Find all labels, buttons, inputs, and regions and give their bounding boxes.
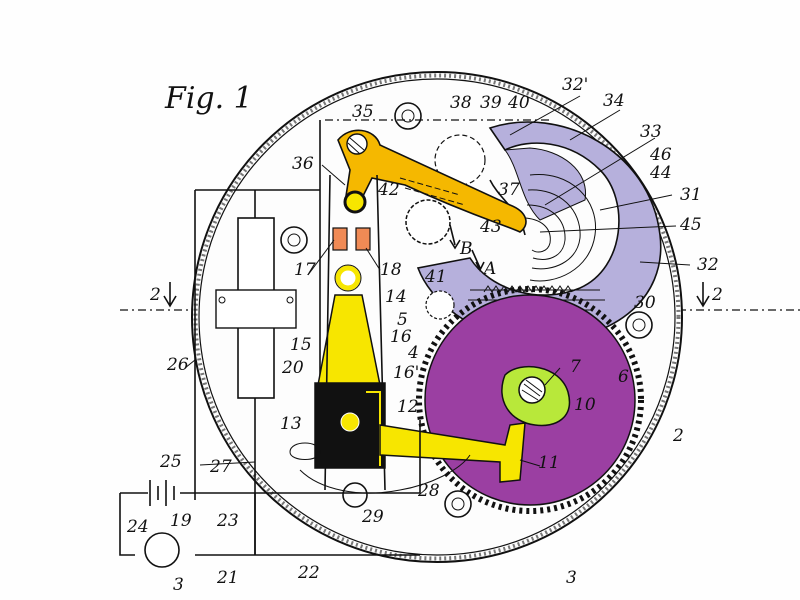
label-17: 17: [294, 260, 316, 280]
screw-boss: [394, 102, 422, 130]
label-11: 11: [538, 453, 560, 473]
label-33: 33: [640, 122, 662, 142]
battery-symbol: [149, 480, 175, 506]
screw-boss: [444, 490, 472, 518]
label-45: 45: [679, 215, 702, 235]
label-10: 10: [574, 395, 596, 415]
label-43: 43: [479, 217, 502, 237]
label-B: B: [459, 239, 473, 259]
label-16-prime: 16': [393, 363, 419, 383]
label-16: 16: [390, 327, 412, 347]
spring: [299, 454, 471, 494]
circuit: [119, 420, 421, 568]
label-28: 28: [417, 481, 440, 501]
section-arrow-right: [696, 282, 710, 308]
label-6: 6: [618, 367, 629, 387]
label-23: 23: [216, 511, 239, 531]
yellow-arm: [317, 174, 386, 491]
screw-boss: [625, 311, 653, 339]
label-A: A: [482, 259, 496, 279]
label-38: 38: [450, 93, 472, 113]
label-2-left: 2: [149, 285, 161, 305]
label-25: 25: [159, 452, 182, 472]
arrow-A: [471, 249, 485, 272]
label-3-bottom: 3: [566, 568, 577, 588]
hub-cam: [501, 365, 571, 427]
upper-gear: [434, 134, 486, 186]
label-30: 30: [634, 293, 656, 313]
label-31: 31: [680, 185, 702, 205]
label-15: 15: [290, 335, 312, 355]
label-32-prime: 32': [562, 75, 588, 95]
switch-block: [289, 382, 386, 469]
label-24: 24: [126, 517, 149, 537]
contact-17: [332, 227, 348, 251]
label-13: 13: [280, 414, 302, 434]
label-39: 39: [480, 93, 502, 113]
label-20: 20: [281, 358, 304, 378]
label-19: 19: [170, 511, 192, 531]
label-27: 27: [209, 457, 232, 477]
label-22: 22: [297, 563, 320, 583]
label-36: 36: [292, 154, 314, 174]
reference-labels: 2 3 3 4 5 6 7 10 11 12 13 14 15 16 16' 1…: [126, 75, 719, 595]
label-18: 18: [380, 260, 402, 280]
housing-hatch: [193, 73, 681, 561]
contact-18: [355, 227, 371, 251]
label-12: 12: [397, 397, 419, 417]
screw-boss: [280, 226, 308, 254]
label-5: 5: [397, 310, 408, 330]
label-2-housing: 2: [672, 426, 684, 446]
label-46: 46: [649, 145, 672, 165]
section-arrow-left: [163, 282, 177, 308]
label-4: 4: [407, 343, 419, 363]
leader-lines: [184, 95, 691, 467]
figure-title: Fig. 1: [164, 81, 253, 116]
label-44: 44: [649, 163, 672, 183]
pinion-gear: [405, 199, 451, 245]
label-26: 26: [166, 355, 189, 375]
housing-inner: [198, 78, 676, 556]
label-29: 29: [361, 507, 384, 527]
arrow-B: [449, 224, 461, 250]
label-41: 41: [424, 267, 447, 287]
label-7: 7: [570, 357, 581, 377]
motor-symbol: [144, 532, 180, 568]
label-37: 37: [498, 180, 520, 200]
label-2-right: 2: [711, 285, 723, 305]
label-40: 40: [507, 93, 530, 113]
label-3-motor: 3: [173, 575, 184, 595]
screw-bosses: [280, 102, 653, 518]
spiral-cam-plate: [416, 121, 662, 342]
orange-lever: [337, 129, 527, 233]
solenoid: [215, 190, 297, 555]
label-21: 21: [216, 568, 239, 588]
label-35: 35: [352, 102, 374, 122]
screw-boss: [342, 482, 368, 508]
label-42: 42: [377, 180, 400, 200]
label-32: 32: [697, 255, 719, 275]
label-14: 14: [385, 287, 407, 307]
label-34: 34: [603, 91, 625, 111]
idler-gear: [425, 290, 455, 320]
